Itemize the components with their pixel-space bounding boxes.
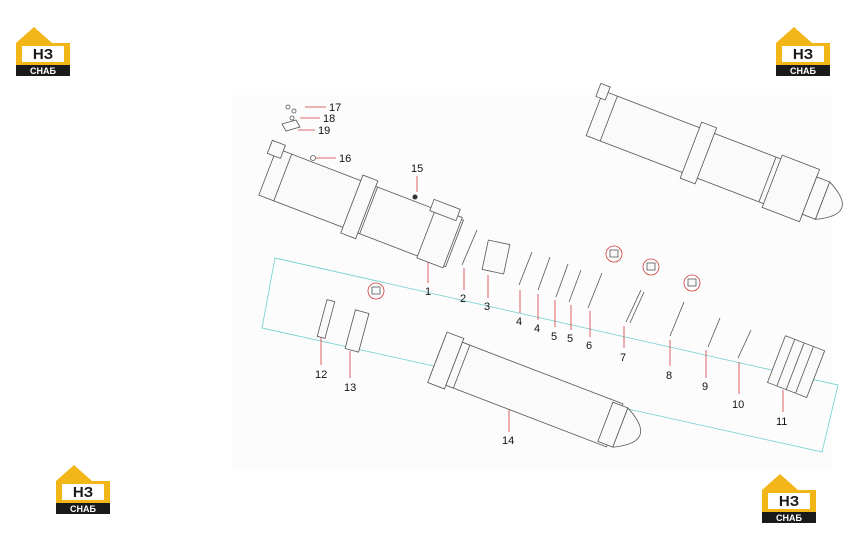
logo-mark-text: НЗ (73, 484, 93, 501)
seal-parts (367, 229, 752, 359)
logo-mark: НЗ СНАБ (16, 27, 70, 76)
callout-1: 1 (425, 286, 431, 298)
callout-11: 11 (776, 416, 787, 428)
logo-mark-text: НЗ (793, 46, 813, 63)
main-cylinder (258, 139, 464, 269)
fastener-group (281, 104, 301, 132)
logo-top-right: НЗ СНАБ (774, 25, 830, 77)
callout-8: 8 (666, 370, 672, 382)
callout-19: 15 (411, 163, 423, 175)
callout-5a: 5 (551, 331, 557, 343)
callout-4b: 4 (534, 323, 540, 335)
piston-rod (427, 331, 641, 448)
logo-text: СНАБ (30, 66, 56, 76)
callout-9: 9 (702, 381, 708, 393)
callout-13: 13 (344, 382, 356, 394)
logo-top-left: НЗ СНАБ (14, 25, 70, 77)
logo-mark: НЗ СНАБ (776, 27, 830, 76)
logo-mark-text: НЗ (779, 493, 799, 510)
leader-lines (298, 106, 784, 432)
logo-bottom-left: НЗ СНАБ (54, 463, 110, 515)
logo-text: СНАБ (790, 66, 816, 76)
callout-3: 3 (484, 301, 490, 313)
cylinder-head (766, 335, 826, 399)
logo-mark-text: НЗ (33, 46, 53, 63)
callout-2: 2 (460, 293, 466, 305)
logo-mark: НЗ СНАБ (56, 465, 110, 514)
callout-10: 10 (732, 399, 744, 411)
callout-5b: 5 (567, 333, 573, 345)
logo-text: СНАБ (776, 513, 802, 523)
assembled-cylinder-top (585, 82, 843, 223)
callout-7: 7 (620, 352, 626, 364)
logo-bottom-right: НЗ СНАБ (760, 472, 816, 524)
callout-4a: 4 (516, 316, 522, 328)
callout-12: 12 (315, 369, 327, 381)
callout-15: 17 (329, 102, 341, 114)
explode-outline (261, 257, 839, 453)
logo-mark: НЗ СНАБ (762, 474, 816, 523)
logo-text: СНАБ (70, 504, 96, 514)
callout-14: 14 (502, 435, 514, 447)
callout-17: 19 (318, 125, 330, 137)
callout-6: 6 (586, 340, 592, 352)
callout-16: 18 (323, 113, 335, 125)
guide-pieces (316, 299, 370, 353)
callout-18: 16 (339, 153, 351, 165)
callout-labels: 17 18 19 16 15 1 2 3 4 4 5 5 6 7 8 9 10 … (315, 102, 787, 447)
